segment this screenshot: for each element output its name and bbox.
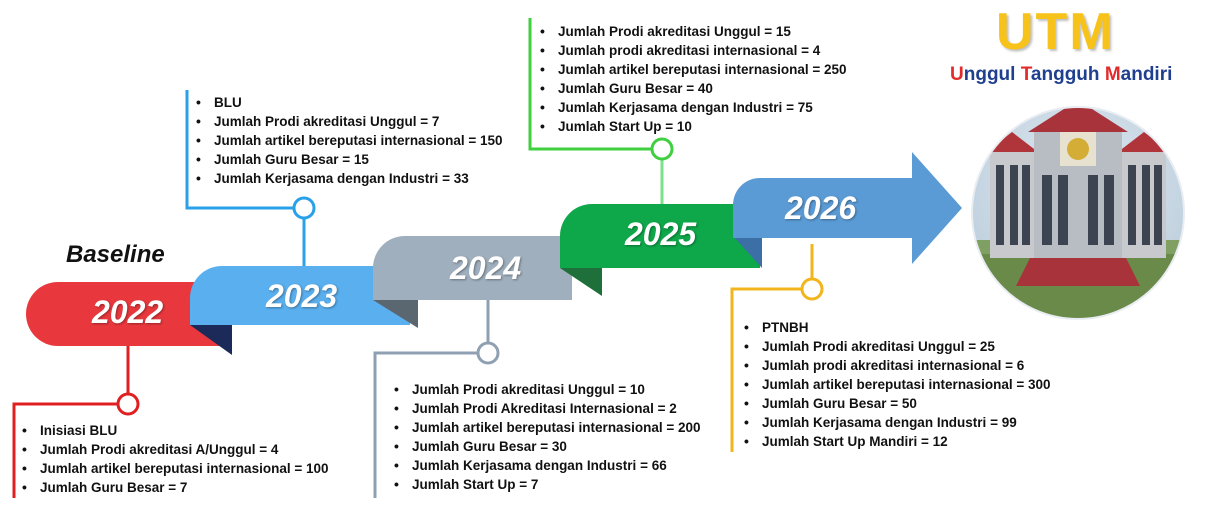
utm-tagline: Unggul Tangguh Mandiri	[950, 64, 1172, 86]
list-item: Jumlah Prodi Akreditasi Internasional = …	[390, 399, 701, 418]
connector-2022	[12, 346, 140, 498]
list-item: Jumlah artikel bereputasi internasional …	[536, 60, 847, 79]
utm-logo-title: UTM	[996, 3, 1115, 61]
list-item: Jumlah Guru Besar = 50	[740, 394, 1051, 413]
year-label-2023: 2023	[266, 278, 338, 314]
year-label-2025: 2025	[625, 216, 697, 252]
list-item: Jumlah artikel bereputasi internasional …	[192, 131, 503, 150]
year-label-2024: 2024	[450, 250, 522, 286]
list-item: Jumlah Prodi akreditasi A/Unggul = 4	[18, 440, 329, 459]
ribbon-2025	[560, 204, 760, 296]
ribbon-2024	[373, 236, 572, 328]
list-item: Jumlah Kerjasama dengan Industri = 66	[390, 456, 701, 475]
list-item: Jumlah artikel bereputasi internasional …	[18, 459, 329, 478]
tagline-rest-1: nggul	[963, 64, 1021, 85]
milestone-list-2025: Jumlah Prodi akreditasi Unggul = 15 Juml…	[536, 22, 847, 136]
connector-2023	[185, 90, 316, 266]
list-item: Jumlah artikel bereputasi internasional …	[390, 418, 701, 437]
list-item: Inisiasi BLU	[18, 421, 329, 440]
year-label-2026: 2026	[785, 190, 857, 226]
list-item: Jumlah Start Up = 10	[536, 117, 847, 136]
list-item: Jumlah Guru Besar = 40	[536, 79, 847, 98]
connector-2024	[373, 300, 500, 498]
list-item: Jumlah Guru Besar = 15	[192, 150, 503, 169]
milestone-list-2026: PTNBH Jumlah Prodi akreditasi Unggul = 2…	[740, 318, 1051, 451]
list-item: Jumlah prodi akreditasi internasional = …	[740, 356, 1051, 375]
connector-2026	[730, 244, 824, 452]
baseline-label: Baseline	[66, 241, 165, 268]
campus-building-image	[971, 106, 1185, 320]
tagline-initial-2: T	[1020, 64, 1031, 85]
milestone-list-2024: Jumlah Prodi akreditasi Unggul = 10 Juml…	[390, 380, 701, 494]
list-item: Jumlah Guru Besar = 30	[390, 437, 701, 456]
list-item: BLU	[192, 93, 503, 112]
milestone-list-2022: Inisiasi BLU Jumlah Prodi akreditasi A/U…	[18, 421, 329, 497]
list-item: Jumlah Kerjasama dengan Industri = 75	[536, 98, 847, 117]
list-item: Jumlah Prodi akreditasi Unggul = 15	[536, 22, 847, 41]
list-item: Jumlah Prodi akreditasi Unggul = 7	[192, 112, 503, 131]
list-item: PTNBH	[740, 318, 1051, 337]
list-item: Jumlah Start Up = 7	[390, 475, 701, 494]
ribbon-2023	[190, 266, 410, 355]
tagline-initial-3: M	[1104, 64, 1121, 85]
ribbon-2026	[733, 152, 962, 268]
list-item: Jumlah Kerjasama dengan Industri = 33	[192, 169, 503, 188]
year-label-2022: 2022	[92, 294, 164, 330]
list-item: Jumlah Prodi akreditasi Unggul = 10	[390, 380, 701, 399]
list-item: Jumlah Kerjasama dengan Industri = 99	[740, 413, 1051, 432]
list-item: Jumlah Start Up Mandiri = 12	[740, 432, 1051, 451]
connector-2025	[528, 18, 674, 205]
tagline-rest-3: andiri	[1120, 64, 1173, 85]
list-item: Jumlah artikel bereputasi internasional …	[740, 375, 1051, 394]
tagline-rest-2: angguh	[1030, 64, 1105, 85]
list-item: Jumlah Prodi akreditasi Unggul = 25	[740, 337, 1051, 356]
milestone-list-2023: BLU Jumlah Prodi akreditasi Unggul = 7 J…	[192, 93, 503, 188]
tagline-initial-1: U	[950, 64, 964, 85]
ribbon-2022	[26, 282, 232, 346]
list-item: Jumlah prodi akreditasi internasional = …	[536, 41, 847, 60]
list-item: Jumlah Guru Besar = 7	[18, 478, 329, 497]
